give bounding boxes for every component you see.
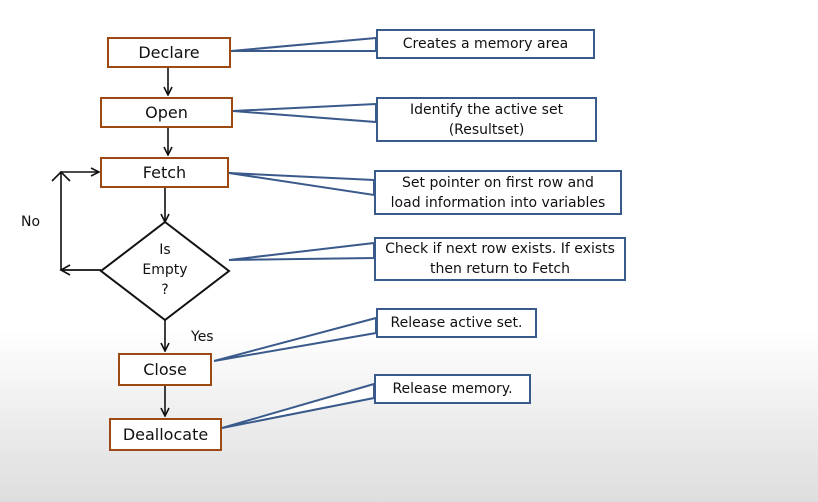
callout-decision-line-2: then return to Fetch (429, 261, 571, 277)
decision-line-3: ? (161, 282, 169, 298)
deallocate-label: Deallocate (122, 425, 209, 444)
callout-close-line-1: Release active set. (390, 315, 523, 331)
callout-pointer-decision (228, 241, 375, 261)
callout-declare-line-1: Creates a memory area (402, 36, 569, 52)
callout-close: Release active set. (376, 308, 537, 338)
deallocate-node: Deallocate (109, 418, 222, 451)
callout-deallocate: Release memory. (374, 374, 531, 404)
callout-declare: Creates a memory area (376, 29, 595, 59)
callout-fetch: Set pointer on first row and load inform… (374, 170, 622, 215)
callout-fetch-line-1: Set pointer on first row and (402, 174, 594, 191)
fetch-label: Fetch (142, 163, 187, 182)
arrow-no-loop (60, 172, 101, 271)
yes-label: Yes (191, 329, 214, 345)
open-label: Open (145, 103, 188, 122)
callout-pointer-declare (230, 36, 377, 52)
close-node: Close (118, 353, 212, 386)
callout-pointer-fetch (228, 172, 375, 197)
fetch-node: Fetch (100, 157, 229, 188)
callout-pointer-open (232, 102, 377, 124)
open-node: Open (100, 97, 233, 128)
callout-pointer-deallocate (221, 382, 375, 429)
declare-node: Declare (107, 37, 231, 68)
callout-decision: Check if next row exists. If exists then… (374, 237, 626, 281)
callout-open-line-1: Identify the active set (409, 101, 564, 118)
close-label: Close (143, 360, 187, 379)
callout-deallocate-line-1: Release memory. (392, 381, 513, 397)
declare-label: Declare (138, 43, 200, 62)
callout-decision-line-1: Check if next row exists. If exists (385, 241, 615, 257)
callout-open: Identify the active set (Resultset) (376, 97, 597, 142)
callout-pointer-close (213, 316, 377, 362)
decision-line-1: Is (159, 242, 171, 258)
callout-open-line-2: (Resultset) (448, 121, 525, 138)
decision-line-2: Empty (142, 262, 188, 278)
decision-diamond (99, 220, 231, 322)
no-label: No (21, 214, 41, 230)
callout-fetch-line-2: load information into variables (390, 194, 606, 211)
decision-text: Is Empty ? (125, 240, 205, 300)
